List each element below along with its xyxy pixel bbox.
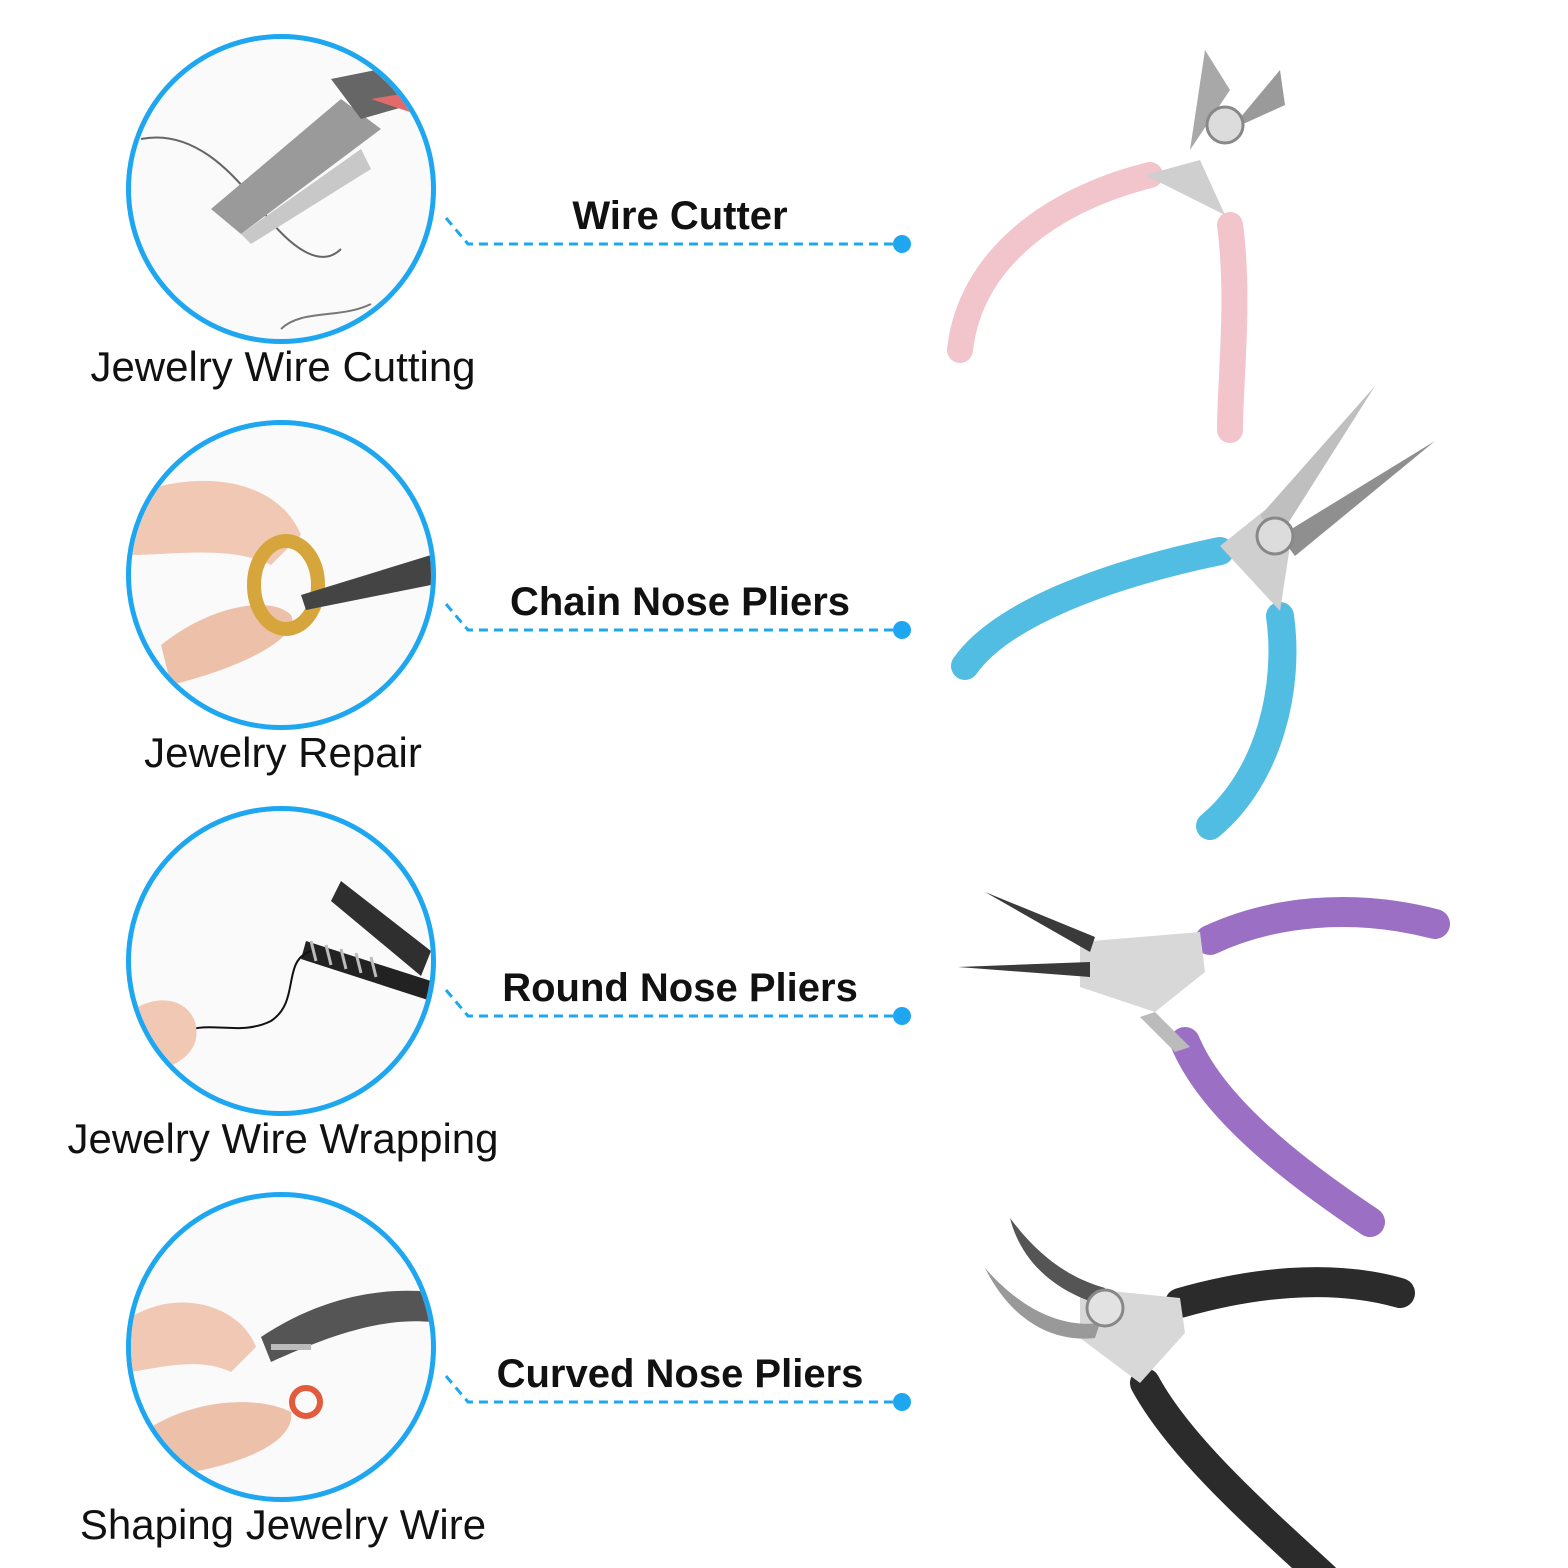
- tool-row-curved-nose-pliers: Shaping Jewelry Wire Curved Nose Pliers: [0, 1158, 1568, 1568]
- wire-cutting-photo: [126, 34, 436, 344]
- wire-wrapping-photo: [126, 806, 436, 1116]
- use-caption: Jewelry Repair: [144, 729, 422, 776]
- tool-row-round-nose-pliers: Jewelry Wire Wrapping Round Nose Pliers: [0, 772, 1568, 1237]
- use-caption: Jewelry Wire Wrapping: [67, 1115, 499, 1162]
- use-caption: Shaping Jewelry Wire: [79, 1501, 487, 1548]
- tool-row-chain-nose-pliers: Jewelry Repair Chain Nose Pliers: [0, 386, 1568, 840]
- leader-line: [444, 603, 911, 639]
- leader-line: [444, 217, 911, 253]
- jewelry-repair-photo: [126, 420, 436, 730]
- chain-nose-pliers-icon: [951, 386, 1435, 840]
- leader-line: [444, 1375, 911, 1411]
- shaping-wire-photo: [126, 1192, 436, 1502]
- round-nose-pliers-icon: [958, 892, 1450, 1237]
- wire-cutter-icon: [947, 50, 1285, 443]
- curved-nose-pliers-icon: [985, 1218, 1415, 1568]
- tool-name-label: Curved Nose Pliers: [496, 1352, 864, 1396]
- leader-line: [444, 989, 911, 1025]
- tool-row-wire-cutter: Jewelry Wire Cutting Wire Cutter: [0, 0, 1568, 443]
- tool-name-label: Round Nose Pliers: [502, 966, 858, 1010]
- use-caption: Jewelry Wire Cutting: [90, 343, 476, 390]
- tool-name-label: Wire Cutter: [572, 194, 788, 238]
- tool-name-label: Chain Nose Pliers: [509, 580, 851, 624]
